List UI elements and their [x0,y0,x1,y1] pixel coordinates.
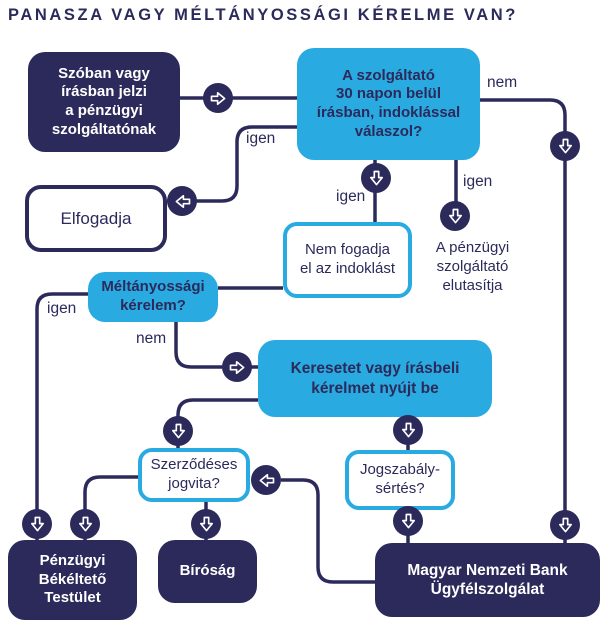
node-jogszabaly: Jogszabály- sértés? [345,450,455,510]
text-line: Ügyfélszolgálat [430,581,545,598]
arrow-right-icon [203,83,233,113]
node-szerzodeses: Szerződéses jogvita? [138,448,250,502]
arrow-down-icon [393,415,423,445]
node-elfogadja: Elfogadja [25,185,167,252]
edge-mnb-to-szerzodeses [281,478,375,584]
arrow-left-icon [251,465,281,495]
text-line: Méltányossági [101,278,205,296]
text-line: szolgáltató [436,258,509,276]
text-line: A szolgáltató [342,66,435,84]
node-nem-fogadja: Nem fogadja el az indoklást [283,222,412,298]
arrow-right-icon [222,352,252,382]
text-line: Bíróság [179,562,236,580]
arrow-down-icon [191,509,221,539]
text-line: Testület [44,589,101,607]
edge-label-nem: nem [136,330,167,347]
arrow-down-icon [70,509,100,539]
page-title: PANASZA VAGY MÉLTÁNYOSSÁGI KÉRELME VAN? [8,6,518,24]
node-birosag: Bíróság [158,540,257,603]
text-line: sértés? [375,480,425,497]
arrow-down-icon [550,131,580,161]
node-pbt: Pénzügyi Békéltető Testület [8,540,137,620]
edge-label-igen: igen [463,173,493,190]
text-line: kérelem? [120,297,186,314]
text-line: el az indoklást [299,260,396,277]
edge-label-nem: nem [487,74,518,91]
text-line: válaszol? [354,122,423,140]
node-szolgaltato: A szolgáltató 30 napon belül írásban, in… [297,48,480,160]
edge-meltanyossagi-igen-to-pbt [35,292,88,540]
arrow-left-icon [167,186,197,216]
edge-label-igen: igen [246,130,276,147]
text-line: A pénzügyi [435,239,510,256]
edge-meltanyossagi-nem-to-kereset [174,322,258,369]
node-meltanyossagi: Méltányossági kérelem? [88,272,218,322]
edge-valaszol-nem-to-mnb [480,98,567,543]
text-line: Szóban vagy [58,64,150,82]
text-line: Szerződéses [150,456,238,474]
text-line: kérelmet nyújt be [311,379,439,397]
arrow-down-icon [550,510,580,540]
text-line: írásban jelzi [61,83,147,101]
node-kereset: Keresetet vagy írásbeli kérelmet nyújt b… [258,340,492,417]
text-line: Pénzügyi [39,552,106,570]
edge-valaszol-igen-to-elfogadja [167,125,297,203]
arrow-down-icon [22,509,52,539]
arrow-down-icon [440,201,470,231]
text-line: Keresetet vagy írásbeli [290,360,460,378]
text-line: írásban, indoklással [316,104,461,121]
edge-label-igen: igen [47,300,77,317]
text-line: szolgáltatónak [51,120,157,138]
node-szoban: Szóban vagy írásban jelzi a pénzügyi szo… [28,52,180,152]
text-line: Jogszabály- [359,461,441,479]
text-line: a pénzügyi [65,102,143,119]
text-line: Nem fogadja [304,241,391,259]
arrow-down-icon [163,416,193,446]
text-line: elutasítja [442,277,503,295]
text-line: Elfogadja [60,208,132,228]
arrow-down-icon [393,506,423,536]
edge-kereset-to-szerzodeses [176,398,258,448]
text-line: jogvita? [168,475,220,492]
node-mnb: Magyar Nemzeti Bank Ügyfélszolgálat [375,543,600,617]
text-line: Magyar Nemzeti Bank [407,561,568,579]
arrow-down-icon [361,163,391,193]
edge-szerzodeses-to-pbt [83,475,138,540]
text-line: 30 napon belül [335,85,441,103]
node-elutasitja: A pénzügyi szolgáltató elutasítja [410,238,535,296]
text-line: Békéltető [38,570,107,588]
edge-label-igen: igen [336,188,366,205]
